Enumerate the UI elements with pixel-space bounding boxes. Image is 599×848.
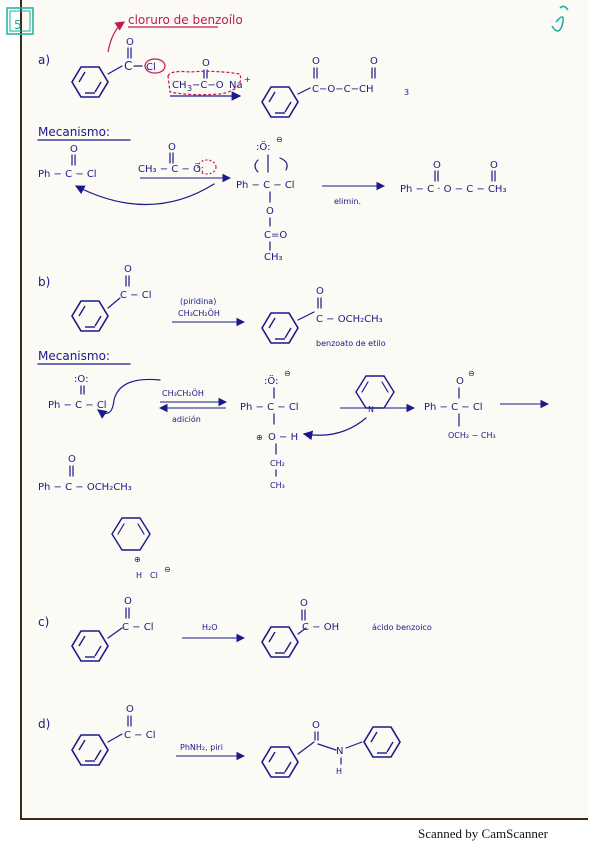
benzene-ring-icon <box>71 734 109 766</box>
part-b-label: b) <box>38 275 50 289</box>
svg-text::Ö:: :Ö: <box>256 140 270 153</box>
svg-text:C: C <box>124 59 132 73</box>
part-a-label: a) <box>38 53 50 67</box>
part-d-acyl: C − Cl <box>124 730 155 741</box>
svg-text:O: O <box>370 56 378 67</box>
svg-text:⊖: ⊖ <box>284 369 291 378</box>
svg-text:O: O <box>70 144 78 155</box>
elimination-label: elimin. <box>334 197 361 206</box>
svg-text:O: O <box>126 37 134 48</box>
addition-label: adición <box>172 414 201 424</box>
pyridine-n: N <box>368 405 374 414</box>
mech1-start: Ph − C − Cl <box>38 169 97 180</box>
product-a-ester: C−O−C−CH <box>312 84 373 95</box>
part-c-acyl: C − Cl <box>122 622 153 633</box>
acetate-reagent: O CH 3 −C−O Na + <box>167 58 251 101</box>
svg-text:Cl: Cl <box>146 62 156 73</box>
svg-text:O: O <box>124 596 132 607</box>
svg-text:O: O <box>456 376 464 387</box>
condition-ethanol: CH₃CH₂ÖH <box>178 308 220 318</box>
svg-text:O: O <box>300 598 308 609</box>
svg-text:⊕: ⊕ <box>134 555 141 564</box>
benzene-ring-icon <box>71 630 109 662</box>
benzene-ring-icon <box>261 312 299 344</box>
part-b-acyl: C − Cl <box>120 290 151 301</box>
amide-n: N <box>336 746 343 757</box>
svg-text:−C−O: −C−O <box>192 80 224 91</box>
benzene-ring-icon <box>261 626 299 658</box>
svg-text:CH₂: CH₂ <box>270 459 285 468</box>
svg-text:⊖: ⊖ <box>164 565 171 574</box>
svg-text:O: O <box>433 160 441 171</box>
svg-text:C=O: C=O <box>264 230 287 241</box>
svg-text:⊖: ⊖ <box>468 369 475 378</box>
benzoic-acid-name: ácido benzoico <box>372 623 432 632</box>
svg-text:+: + <box>244 75 251 84</box>
sodium-counterion: Na <box>229 80 243 91</box>
part-b-product: C − OCH₂CH₃ <box>316 314 383 325</box>
mech2-final: Ph − C − OCH₂CH₃ <box>38 482 132 493</box>
problem-number-box: 5 <box>6 7 34 35</box>
benzene-ring-icon <box>363 726 401 758</box>
svg-text:O: O <box>316 286 324 297</box>
corner-mark-icon <box>551 5 569 32</box>
part-c-label: c) <box>38 615 49 629</box>
aniline-reagent: PhNH₂, piri <box>180 743 223 752</box>
svg-text:O: O <box>126 704 134 715</box>
mech1-product: Ph − C · O − C − CH₃ <box>400 184 506 195</box>
svg-text:O: O <box>266 206 274 217</box>
oxonium: O − H <box>268 432 298 443</box>
svg-text:O: O <box>68 454 76 465</box>
notebook-sheet <box>20 0 588 820</box>
benzene-ring-icon <box>261 86 299 118</box>
condition-pyridine: (piridina) <box>180 297 216 306</box>
svg-text::Ö:: :Ö: <box>264 374 278 387</box>
svg-text:CH₃: CH₃ <box>270 481 285 490</box>
amide-h: H <box>336 767 342 776</box>
benzoic-acid: C − OH <box>302 622 339 633</box>
svg-text:⊕: ⊕ <box>256 433 263 442</box>
benzoate-name: benzoato de etilo <box>316 339 386 348</box>
svg-text:3: 3 <box>187 84 192 93</box>
svg-text:⊖: ⊖ <box>276 135 283 144</box>
mech2-intermediate: Ph − C − Cl <box>240 402 299 413</box>
pyridine-ring-icon <box>355 375 395 409</box>
svg-text::O:: :O: <box>74 374 88 385</box>
mechanism-title-2: Mecanismo: <box>38 349 110 363</box>
benzene-ring-icon <box>71 300 109 332</box>
svg-text:CH₃: CH₃ <box>264 252 283 263</box>
mechanism-title-1: Mecanismo: <box>38 125 110 139</box>
mech1-intermediate: Ph − C − Cl <box>236 180 295 191</box>
annotation-benzoyl-chloride: cloruro de benzoílo <box>128 13 243 27</box>
svg-text:O: O <box>202 58 210 69</box>
mech2-start: Ph − C − Cl <box>48 400 107 411</box>
scanner-watermark: Scanned by CamScanner <box>418 826 548 841</box>
svg-text:O: O <box>124 264 132 275</box>
chloride-ion: Cl <box>150 571 158 580</box>
svg-text:O: O <box>312 56 320 67</box>
pyridinium-h: H <box>136 571 142 580</box>
mech2-reagent: CH₃CH₂ÖH <box>162 388 204 398</box>
water-reagent: H₂O <box>202 623 218 632</box>
svg-text:O: O <box>312 720 320 731</box>
mech2-next: Ph − C − Cl <box>424 402 483 413</box>
mech2-next-sub: OCH₂ − CH₃ <box>448 431 496 440</box>
problem-number: 5 <box>14 18 22 32</box>
svg-text:3: 3 <box>404 88 409 97</box>
svg-text:O: O <box>168 142 176 153</box>
benzene-ring-icon <box>261 746 299 778</box>
svg-text:O: O <box>490 160 498 171</box>
pyridinium-ring-icon <box>111 517 151 551</box>
part-d-label: d) <box>38 717 50 731</box>
mech1-nucleophile: CH₃ − C − Ö: <box>138 162 204 175</box>
reagent-ch3: CH <box>172 80 187 91</box>
benzene-ring-icon <box>71 66 109 98</box>
